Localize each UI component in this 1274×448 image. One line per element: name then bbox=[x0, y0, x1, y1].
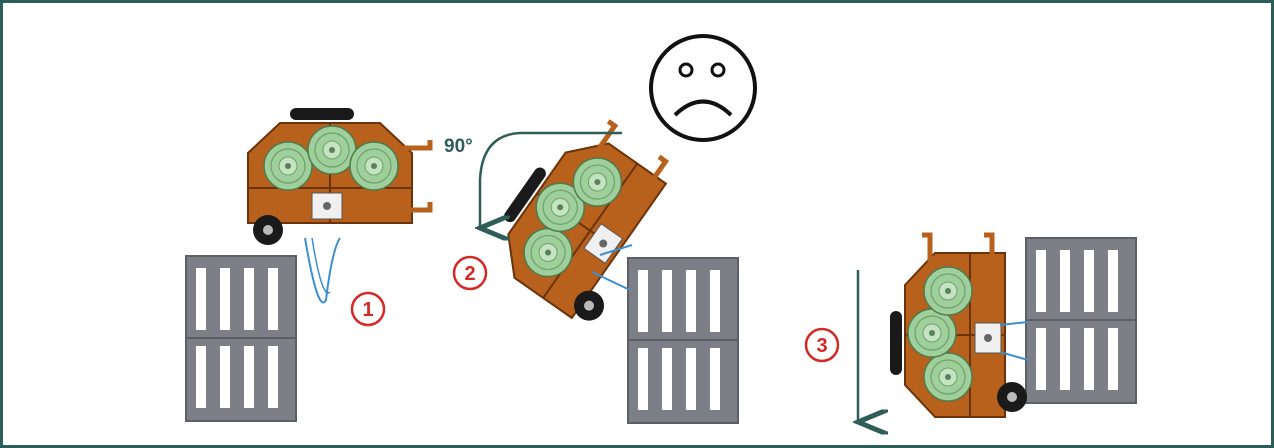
pallet-middle bbox=[628, 258, 738, 423]
angle-label: 90° bbox=[444, 136, 473, 158]
strap-loop bbox=[305, 238, 340, 302]
svg-text:1: 1 bbox=[362, 299, 373, 321]
step-marker-1: 1 bbox=[352, 293, 384, 325]
svg-text:2: 2 bbox=[464, 263, 475, 285]
svg-text:3: 3 bbox=[816, 335, 827, 357]
pallet-left bbox=[186, 256, 296, 421]
pallet-right bbox=[1026, 238, 1136, 403]
cart-upright bbox=[248, 108, 430, 245]
step-marker-3: 3 bbox=[806, 329, 838, 361]
sad-face-icon bbox=[651, 36, 755, 140]
step-marker-2: 2 bbox=[454, 257, 486, 289]
cart-on-side bbox=[890, 235, 1027, 417]
